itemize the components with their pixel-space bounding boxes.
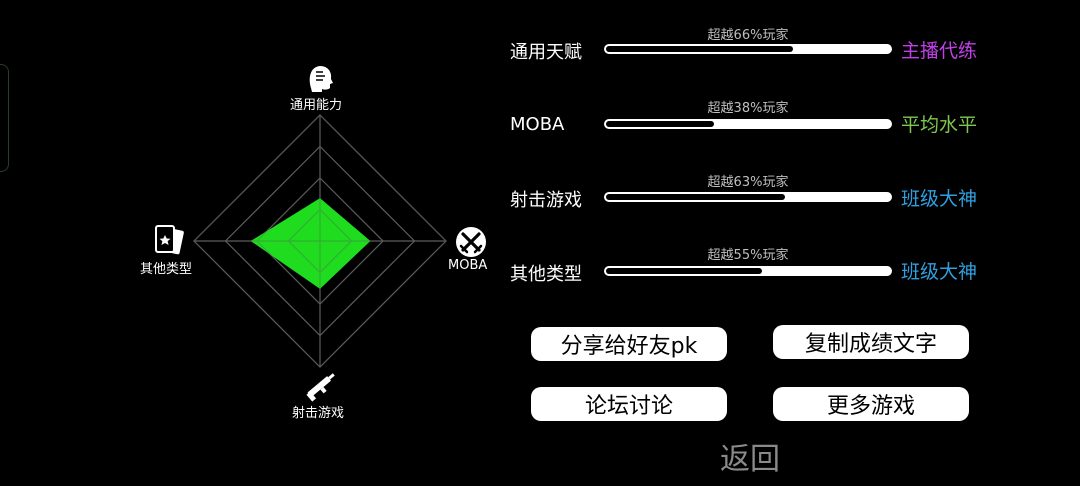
- stat-row-general: 超越66%玩家 通用天赋 主播代练: [0, 24, 1080, 94]
- stat-percent-text: 超越66%玩家: [707, 28, 789, 43]
- radar-fill-shape: [250, 198, 371, 289]
- stat-progress-bar: [604, 44, 892, 54]
- forum-button[interactable]: 论坛讨论: [531, 387, 727, 421]
- stat-name: 其他类型: [510, 264, 582, 285]
- crossed-swords-icon: [456, 227, 486, 257]
- radar-grid-ring: [193, 114, 447, 368]
- stat-name: MOBA: [510, 114, 565, 135]
- axis-label-shooter: 射击游戏: [292, 406, 345, 421]
- radar-grid-ring: [224, 145, 416, 337]
- stat-name: 射击游戏: [510, 190, 582, 211]
- head-icon: [309, 66, 333, 92]
- stat-progress-bar: [604, 119, 892, 129]
- stat-percent-text: 超越38%玩家: [707, 101, 789, 116]
- stat-rank: 班级大神: [901, 261, 978, 283]
- stat-row-shooter: 超越63%玩家 射击游戏 班级大神: [0, 171, 1080, 241]
- stat-percent-text: 超越55%玩家: [707, 248, 789, 263]
- stat-percent-text: 超越63%玩家: [707, 175, 789, 190]
- stat-rank: 平均水平: [901, 114, 978, 136]
- radar-grid-ring: [256, 177, 384, 305]
- stat-progress-fill: [606, 268, 763, 274]
- axis-label-moba: MOBA: [448, 258, 488, 273]
- stat-row-moba: 超越38%玩家 MOBA 平均水平: [0, 97, 1080, 167]
- stat-row-other: 超越55%玩家 其他类型 班级大神: [0, 244, 1080, 314]
- more-games-button[interactable]: 更多游戏: [773, 387, 969, 421]
- stat-progress-bar: [604, 266, 892, 276]
- axis-label-general: 通用能力: [290, 98, 343, 113]
- cards-icon: [155, 225, 184, 255]
- stat-progress-fill: [606, 46, 794, 52]
- radar-grid-ring: [287, 208, 353, 274]
- stat-name: 通用天赋: [510, 42, 582, 63]
- rifle-icon: [306, 373, 335, 402]
- stat-rank: 班级大神: [901, 188, 978, 210]
- stat-progress-bar: [604, 192, 892, 202]
- radar-grid-overlay: [193, 114, 447, 368]
- stat-progress-fill: [606, 121, 714, 127]
- radar-chart: [155, 66, 486, 402]
- back-button[interactable]: 返回: [720, 442, 780, 477]
- stat-progress-fill: [606, 194, 785, 200]
- copy-result-text-button[interactable]: 复制成绩文字: [773, 325, 969, 359]
- share-pk-button[interactable]: 分享给好友pk: [531, 327, 727, 361]
- axis-label-other: 其他类型: [140, 262, 193, 277]
- stat-rank: 主播代练: [901, 40, 978, 62]
